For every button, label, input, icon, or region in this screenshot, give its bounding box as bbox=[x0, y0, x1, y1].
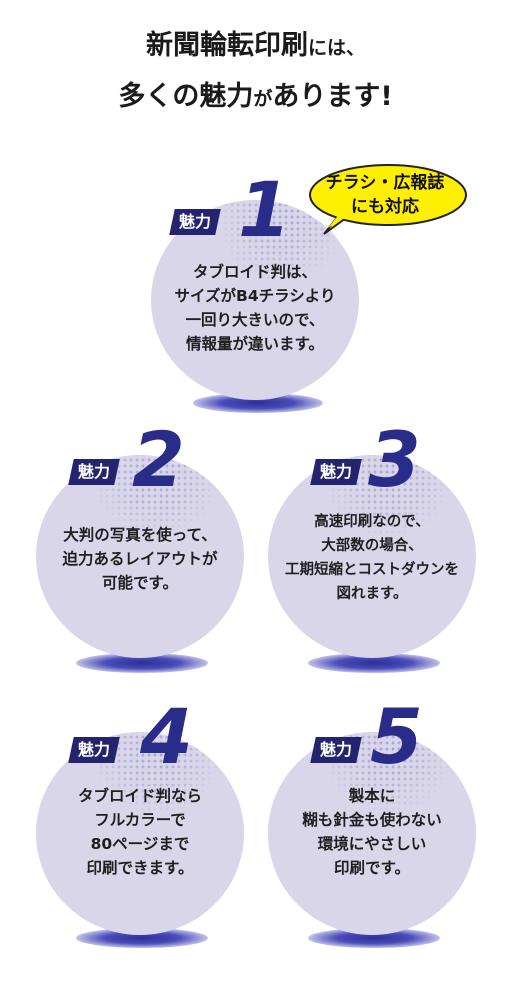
circle-shadow-2 bbox=[76, 653, 208, 673]
point-5-number: 5 bbox=[370, 692, 423, 781]
circle-shadow-1 bbox=[193, 393, 323, 413]
point-1-line: 一回り大きいので、 bbox=[185, 311, 325, 329]
point-1-line: サイズがB4チラシより bbox=[174, 287, 336, 305]
title-part-d: あります! bbox=[272, 81, 393, 112]
title-suffix: には、 bbox=[307, 37, 365, 59]
title-line-2: 多くの魅力があります! bbox=[0, 73, 511, 124]
point-1-label: 魅力 bbox=[169, 209, 221, 235]
title-part-c: が bbox=[253, 88, 273, 110]
speech-bubble-text: チラシ・広報誌 にも対応 bbox=[306, 171, 464, 219]
circle-shadow-4 bbox=[76, 928, 208, 948]
point-4-line: タブロイド判なら bbox=[77, 787, 202, 805]
point-3-line: 図れます。 bbox=[336, 586, 408, 602]
point-text-3: 高速印刷なので、 大部数の場合、 工期短縮とコストダウンを 図れます。 bbox=[268, 510, 476, 606]
point-5-label: 魅力 bbox=[310, 737, 362, 763]
point-4-number: 4 bbox=[140, 692, 193, 781]
point-1-number: 1 bbox=[238, 165, 291, 254]
point-2-label: 魅力 bbox=[68, 459, 120, 485]
point-2-line: 迫力あるレイアウトが bbox=[62, 550, 218, 568]
speech-bubble: チラシ・広報誌 にも対応 bbox=[306, 162, 474, 236]
point-3-number: 3 bbox=[368, 415, 421, 504]
point-5-line: 印刷です。 bbox=[334, 859, 410, 877]
point-3-label: 魅力 bbox=[310, 459, 362, 485]
point-circle-1: タブロイド判は、 サイズがB4チラシより 一回り大きいので、 情報量が違います。 bbox=[151, 200, 359, 400]
point-5-line: 環境にやさしい bbox=[317, 835, 427, 853]
point-circle-2: 大判の写真を使って、 迫力あるレイアウトが 可能です。 bbox=[36, 455, 244, 658]
circle-shadow-5 bbox=[308, 928, 440, 948]
point-1-line: タブロイド判は、 bbox=[192, 263, 317, 281]
point-text-4: タブロイド判なら フルカラーで 80ページまで 印刷できます。 bbox=[36, 784, 244, 880]
point-3-line: 高速印刷なので、 bbox=[314, 514, 430, 530]
point-1-line: 情報量が違います。 bbox=[186, 335, 324, 353]
point-4-line: フルカラーで bbox=[94, 811, 186, 829]
page-title: 新聞輪転印刷には、 多くの魅力があります! bbox=[0, 22, 511, 124]
point-2-number: 2 bbox=[132, 415, 185, 504]
point-3-line: 工期短縮とコストダウンを bbox=[285, 562, 459, 578]
title-main: 新聞輪転印刷 bbox=[145, 30, 308, 61]
point-2-line: 可能です。 bbox=[102, 574, 178, 592]
point-5-line: 製本に bbox=[348, 787, 396, 805]
title-part-a: 多くの bbox=[118, 81, 200, 112]
point-2-line: 大判の写真を使って、 bbox=[63, 526, 217, 544]
point-4-label: 魅力 bbox=[68, 737, 120, 763]
bubble-line-2: にも対応 bbox=[351, 197, 419, 217]
point-text-5: 製本に 糊も針金も使わない 環境にやさしい 印刷です。 bbox=[268, 784, 476, 880]
point-circle-5: 製本に 糊も針金も使わない 環境にやさしい 印刷です。 bbox=[268, 732, 476, 935]
point-4-line: 80ページまで bbox=[90, 835, 190, 853]
title-line-1: 新聞輪転印刷には、 bbox=[0, 22, 511, 73]
circle-shadow-3 bbox=[308, 653, 440, 673]
title-part-b: 魅力 bbox=[199, 81, 254, 112]
point-3-line: 大部数の場合、 bbox=[321, 538, 423, 554]
point-4-line: 印刷できます。 bbox=[86, 859, 194, 877]
point-5-line: 糊も針金も使わない bbox=[302, 811, 442, 829]
point-text-1: タブロイド判は、 サイズがB4チラシより 一回り大きいので、 情報量が違います。 bbox=[151, 260, 359, 356]
point-text-2: 大判の写真を使って、 迫力あるレイアウトが 可能です。 bbox=[36, 523, 244, 595]
bubble-line-1: チラシ・広報誌 bbox=[325, 173, 445, 193]
speech-bubble-shape bbox=[309, 164, 467, 235]
